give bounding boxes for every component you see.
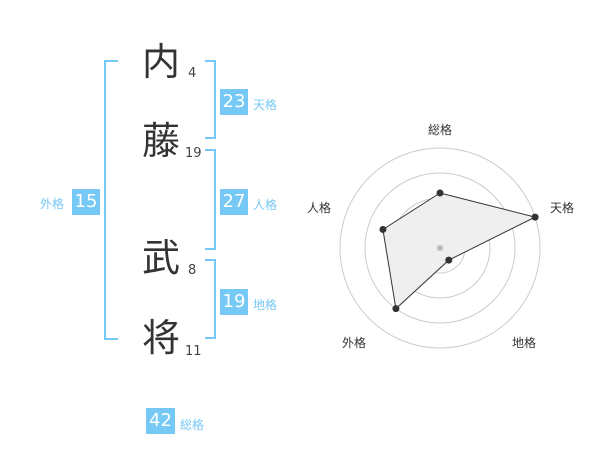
tenkaku-label: 天格 — [253, 98, 278, 112]
jinkaku-bracket — [205, 149, 216, 250]
name-char-3: 武 — [141, 236, 180, 280]
name-char-4: 将 — [141, 316, 180, 360]
radar-point-2 — [531, 213, 539, 221]
stroke-count-2: 19 — [185, 146, 202, 161]
soukaku-value: 42 — [146, 408, 175, 434]
tenkaku-bracket — [205, 60, 216, 139]
radar-area — [382, 192, 537, 310]
gaikaku-bracket — [104, 60, 118, 340]
name-char-1: 内 — [141, 40, 180, 84]
chikaku-value: 19 — [220, 289, 248, 315]
stroke-count-1: 4 — [188, 66, 197, 81]
radar-point-1 — [436, 189, 444, 197]
gaikaku-value: 15 — [72, 189, 100, 215]
jinkaku-label: 人格 — [253, 198, 278, 212]
chikaku-label: 地格 — [253, 298, 278, 312]
radar-center-dot — [437, 245, 443, 251]
radar-point-3 — [445, 256, 453, 264]
radar-ring — [339, 147, 541, 349]
axis-label-jinkaku: 人格 — [307, 200, 331, 215]
tenkaku-value: 23 — [220, 89, 248, 115]
axis-label-chikaku: 地格 — [512, 335, 536, 350]
chikaku-bracket — [205, 259, 216, 339]
soukaku-label: 総格 — [180, 418, 205, 432]
radar-point-5 — [379, 225, 387, 233]
jinkaku-value: 27 — [220, 189, 248, 215]
stroke-count-4: 11 — [185, 344, 202, 359]
axis-label-soukaku: 総格 — [428, 122, 452, 137]
name-char-2: 藤 — [141, 119, 180, 163]
stroke-count-3: 8 — [188, 263, 197, 278]
radar-ring — [364, 172, 516, 324]
axis-label-gaikaku: 外格 — [342, 335, 366, 350]
axis-label-tenkaku: 天格 — [550, 200, 574, 215]
radar-point-4 — [392, 305, 400, 313]
gaikaku-label: 外格 — [40, 197, 65, 211]
